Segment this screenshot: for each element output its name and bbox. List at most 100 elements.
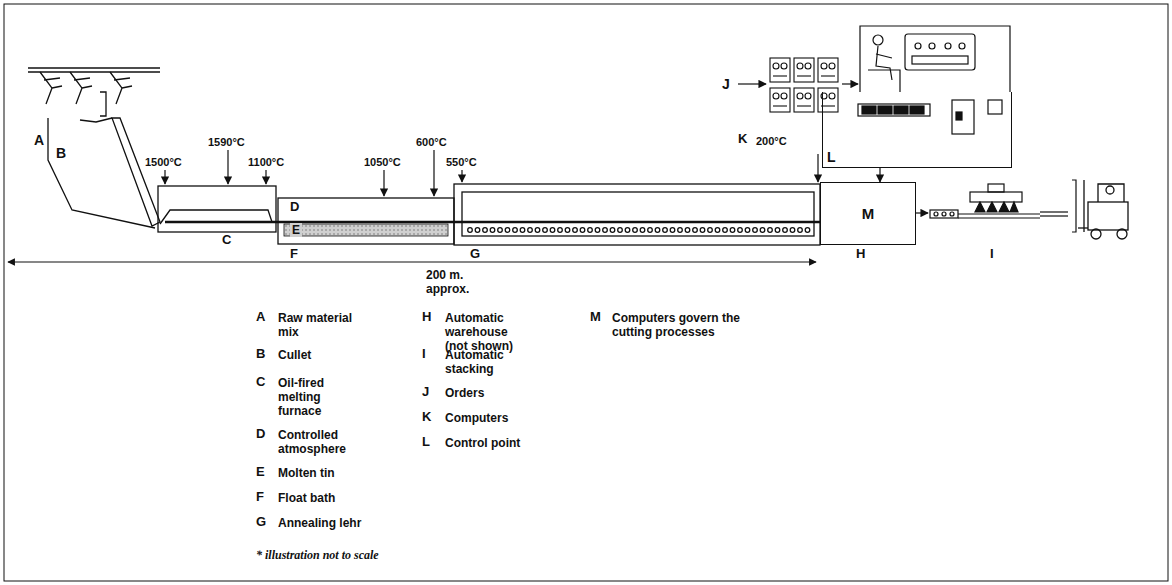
cutting-and-stacking (970, 192, 1022, 202)
key-letter: K (422, 410, 431, 424)
key-letter: C (256, 375, 265, 389)
key-letter: F (256, 490, 264, 504)
control-panel (894, 106, 908, 114)
roller (760, 228, 765, 233)
key-text: Oil-fired melting furnace (278, 376, 348, 418)
dimension: approx. (426, 282, 469, 296)
key-text: Raw material mix (278, 311, 363, 339)
roller (783, 228, 788, 233)
forklift (1078, 227, 1088, 228)
cutting-and-stacking (958, 213, 1040, 214)
melting-furnace (158, 186, 276, 232)
hoppers (100, 92, 106, 116)
computers (797, 63, 803, 69)
temperature: 600°C (416, 135, 447, 149)
temperature-arrows (433, 150, 434, 196)
roller (633, 228, 638, 233)
batch-chute (48, 118, 155, 228)
cutting-and-stacking (958, 217, 1040, 218)
key-text: Controlled atmosphere (278, 428, 358, 456)
computers (773, 93, 779, 99)
part-letter: C (222, 233, 231, 247)
cutting-and-stacking (975, 202, 1018, 212)
roller (498, 228, 503, 233)
hoppers (40, 72, 132, 104)
roller (678, 228, 683, 233)
roller (798, 228, 803, 233)
melting-furnace (158, 186, 276, 232)
roller (618, 228, 623, 233)
key-letter: B (256, 347, 265, 361)
part-letter: M (862, 205, 875, 222)
temperature-arrows (817, 154, 818, 182)
annealing-lehr (462, 192, 814, 236)
annealing-lehr (454, 184, 820, 245)
control-panel (912, 56, 968, 64)
computers (821, 75, 835, 76)
key-text: Automatic stacking (445, 348, 515, 376)
control-panel (860, 26, 1010, 92)
computers (781, 63, 787, 69)
roller (513, 228, 518, 233)
control-panel (929, 43, 935, 49)
part-letter: D (290, 200, 299, 214)
roller (693, 228, 698, 233)
computers (797, 93, 803, 99)
cutting-and-stacking (916, 212, 928, 213)
control-panel (905, 34, 975, 70)
key-text: Orders (445, 386, 565, 400)
roller (588, 228, 593, 233)
temperature: 1500°C (145, 155, 182, 169)
roller (595, 228, 600, 233)
frame (4, 4, 1168, 581)
key-text: Computers govern the cutting processes (612, 311, 747, 339)
key-letter: E (256, 465, 265, 479)
roller (648, 228, 653, 233)
computers (773, 75, 787, 76)
computers (770, 88, 790, 112)
forklift (1098, 184, 1124, 202)
control-panel (915, 43, 921, 49)
control-panel (988, 100, 1002, 114)
hoppers (28, 67, 160, 68)
roller (730, 228, 735, 233)
hoppers (44, 78, 130, 80)
roller (723, 228, 728, 233)
computers (829, 63, 835, 69)
computers (805, 63, 811, 69)
roller (805, 228, 810, 233)
computers (773, 63, 779, 69)
roller (663, 228, 668, 233)
forklift (1088, 202, 1128, 230)
part-letter: H (856, 247, 865, 261)
computers (773, 105, 787, 106)
cutting-and-stacking (942, 212, 946, 216)
cutting-and-stacking (1040, 215, 1068, 216)
computers (818, 58, 838, 82)
forklift (1078, 180, 1128, 239)
key-text: Annealing lehr (278, 516, 398, 530)
cutting-and-stacking (988, 184, 1004, 192)
control-panel (959, 43, 965, 49)
computers (794, 58, 814, 82)
roller (738, 228, 743, 233)
control-panel (873, 35, 883, 45)
roller (685, 228, 690, 233)
orders-arrow (738, 83, 766, 84)
roller (573, 228, 578, 233)
annealing-lehr (454, 221, 820, 224)
key-letter: H (422, 310, 431, 324)
temperature-arrows (461, 170, 462, 182)
key-text: Computers (445, 411, 565, 425)
float-bath (276, 221, 454, 224)
forklift (1083, 180, 1084, 232)
part-letter: J (722, 77, 730, 91)
roller (528, 228, 533, 233)
roller (700, 228, 705, 233)
computers (770, 58, 790, 82)
part-letter: F (290, 247, 298, 261)
roller (505, 228, 510, 233)
roller (483, 228, 488, 233)
part-letter: K (738, 132, 747, 146)
